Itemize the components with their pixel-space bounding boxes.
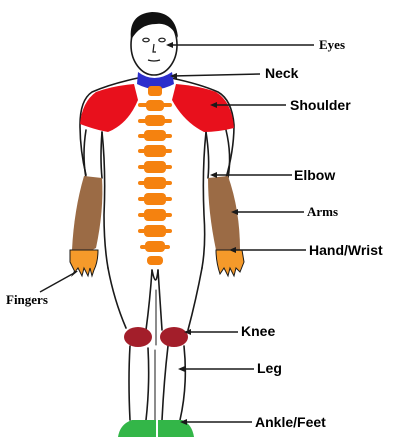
leader-fingers: [40, 272, 76, 292]
right-knee: [160, 327, 188, 347]
vertebra: [148, 86, 162, 96]
label-arms: Arms: [307, 205, 338, 218]
leader-neck: [172, 74, 260, 76]
right-forearm: [208, 176, 240, 252]
right-eye: [159, 38, 165, 42]
hair: [131, 12, 178, 40]
left-torso-side: [102, 132, 108, 268]
label-fingers: Fingers: [6, 293, 48, 306]
label-ankle-feet: Ankle/Feet: [255, 415, 326, 429]
right-torso-side: [202, 132, 206, 268]
left-shoulder: [80, 84, 138, 132]
label-elbow: Elbow: [294, 168, 335, 182]
crotch-line: [152, 270, 158, 280]
mouth: [148, 60, 160, 61]
left-upper-arm: [84, 130, 102, 178]
nose: [153, 44, 156, 52]
label-leg: Leg: [257, 361, 282, 375]
left-foot: [118, 420, 156, 437]
label-hand-wrist: Hand/Wrist: [309, 243, 383, 257]
arrowhead: [210, 172, 217, 178]
right-upper-arm: [206, 130, 230, 178]
label-neck: Neck: [265, 66, 298, 80]
left-eye: [143, 38, 149, 42]
left-knee: [124, 327, 152, 347]
right-hand: [216, 250, 244, 276]
arrowhead: [166, 42, 173, 48]
center-line: [155, 290, 156, 420]
face: [143, 38, 165, 61]
arrowhead: [178, 366, 185, 372]
vertebra: [147, 256, 163, 265]
label-eyes: Eyes: [319, 38, 345, 51]
spine: [138, 86, 172, 265]
label-shoulder: Shoulder: [290, 98, 351, 112]
left-forearm: [72, 176, 102, 252]
label-knee: Knee: [241, 324, 275, 338]
right-shoulder: [172, 84, 234, 132]
